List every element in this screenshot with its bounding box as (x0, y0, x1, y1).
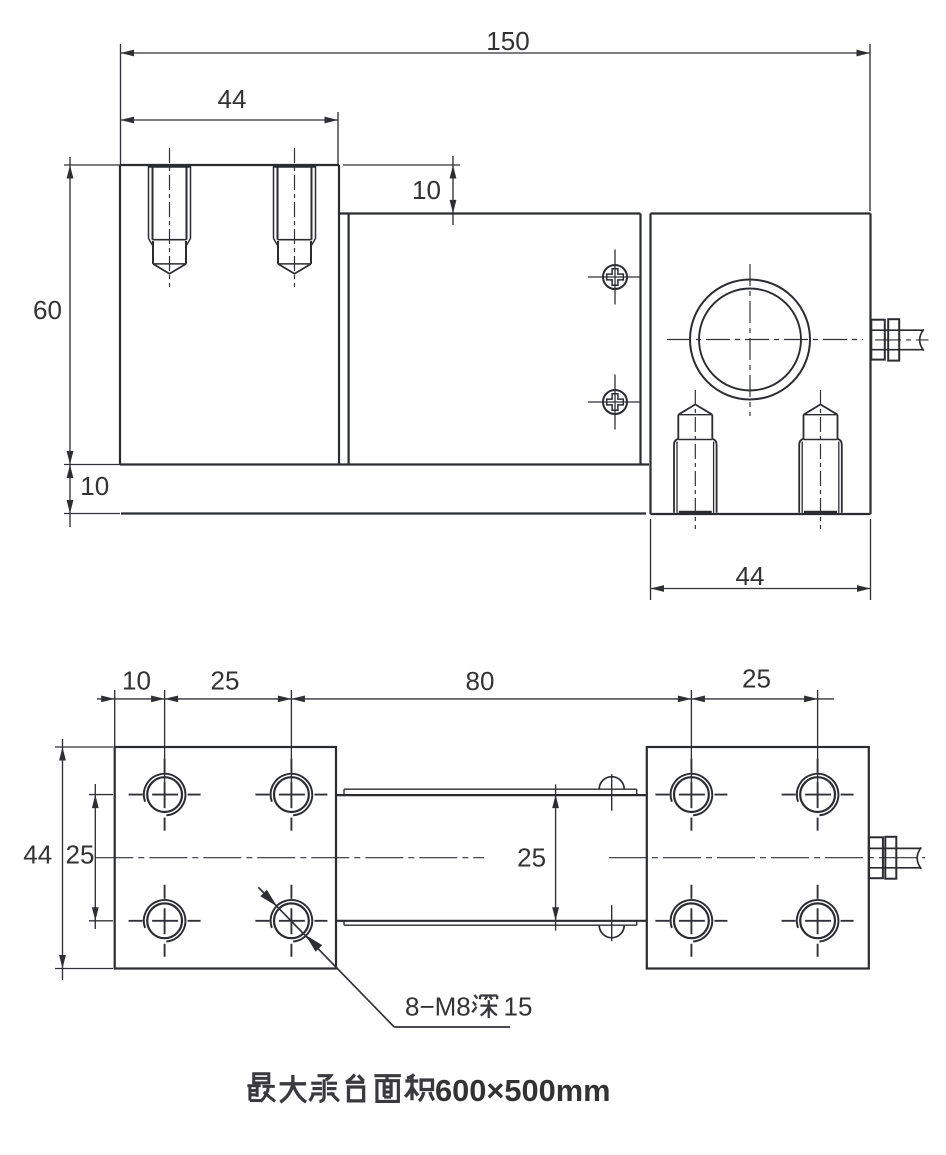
svg-text:25: 25 (517, 843, 546, 873)
svg-text:15: 15 (504, 992, 533, 1022)
svg-text:10: 10 (412, 175, 441, 205)
svg-text:44: 44 (23, 840, 52, 870)
svg-text:8−M8: 8−M8 (405, 992, 471, 1022)
svg-text:80: 80 (466, 666, 495, 696)
svg-text:25: 25 (66, 840, 95, 870)
svg-text:25: 25 (742, 664, 771, 694)
svg-text:44: 44 (736, 561, 765, 591)
svg-text:60: 60 (33, 295, 62, 325)
svg-text:10: 10 (80, 471, 109, 501)
svg-text:25: 25 (211, 666, 240, 696)
svg-text:10: 10 (122, 666, 151, 696)
svg-text:600×500mm: 600×500mm (435, 1073, 611, 1108)
svg-text:150: 150 (486, 26, 529, 56)
svg-text:44: 44 (218, 84, 247, 114)
